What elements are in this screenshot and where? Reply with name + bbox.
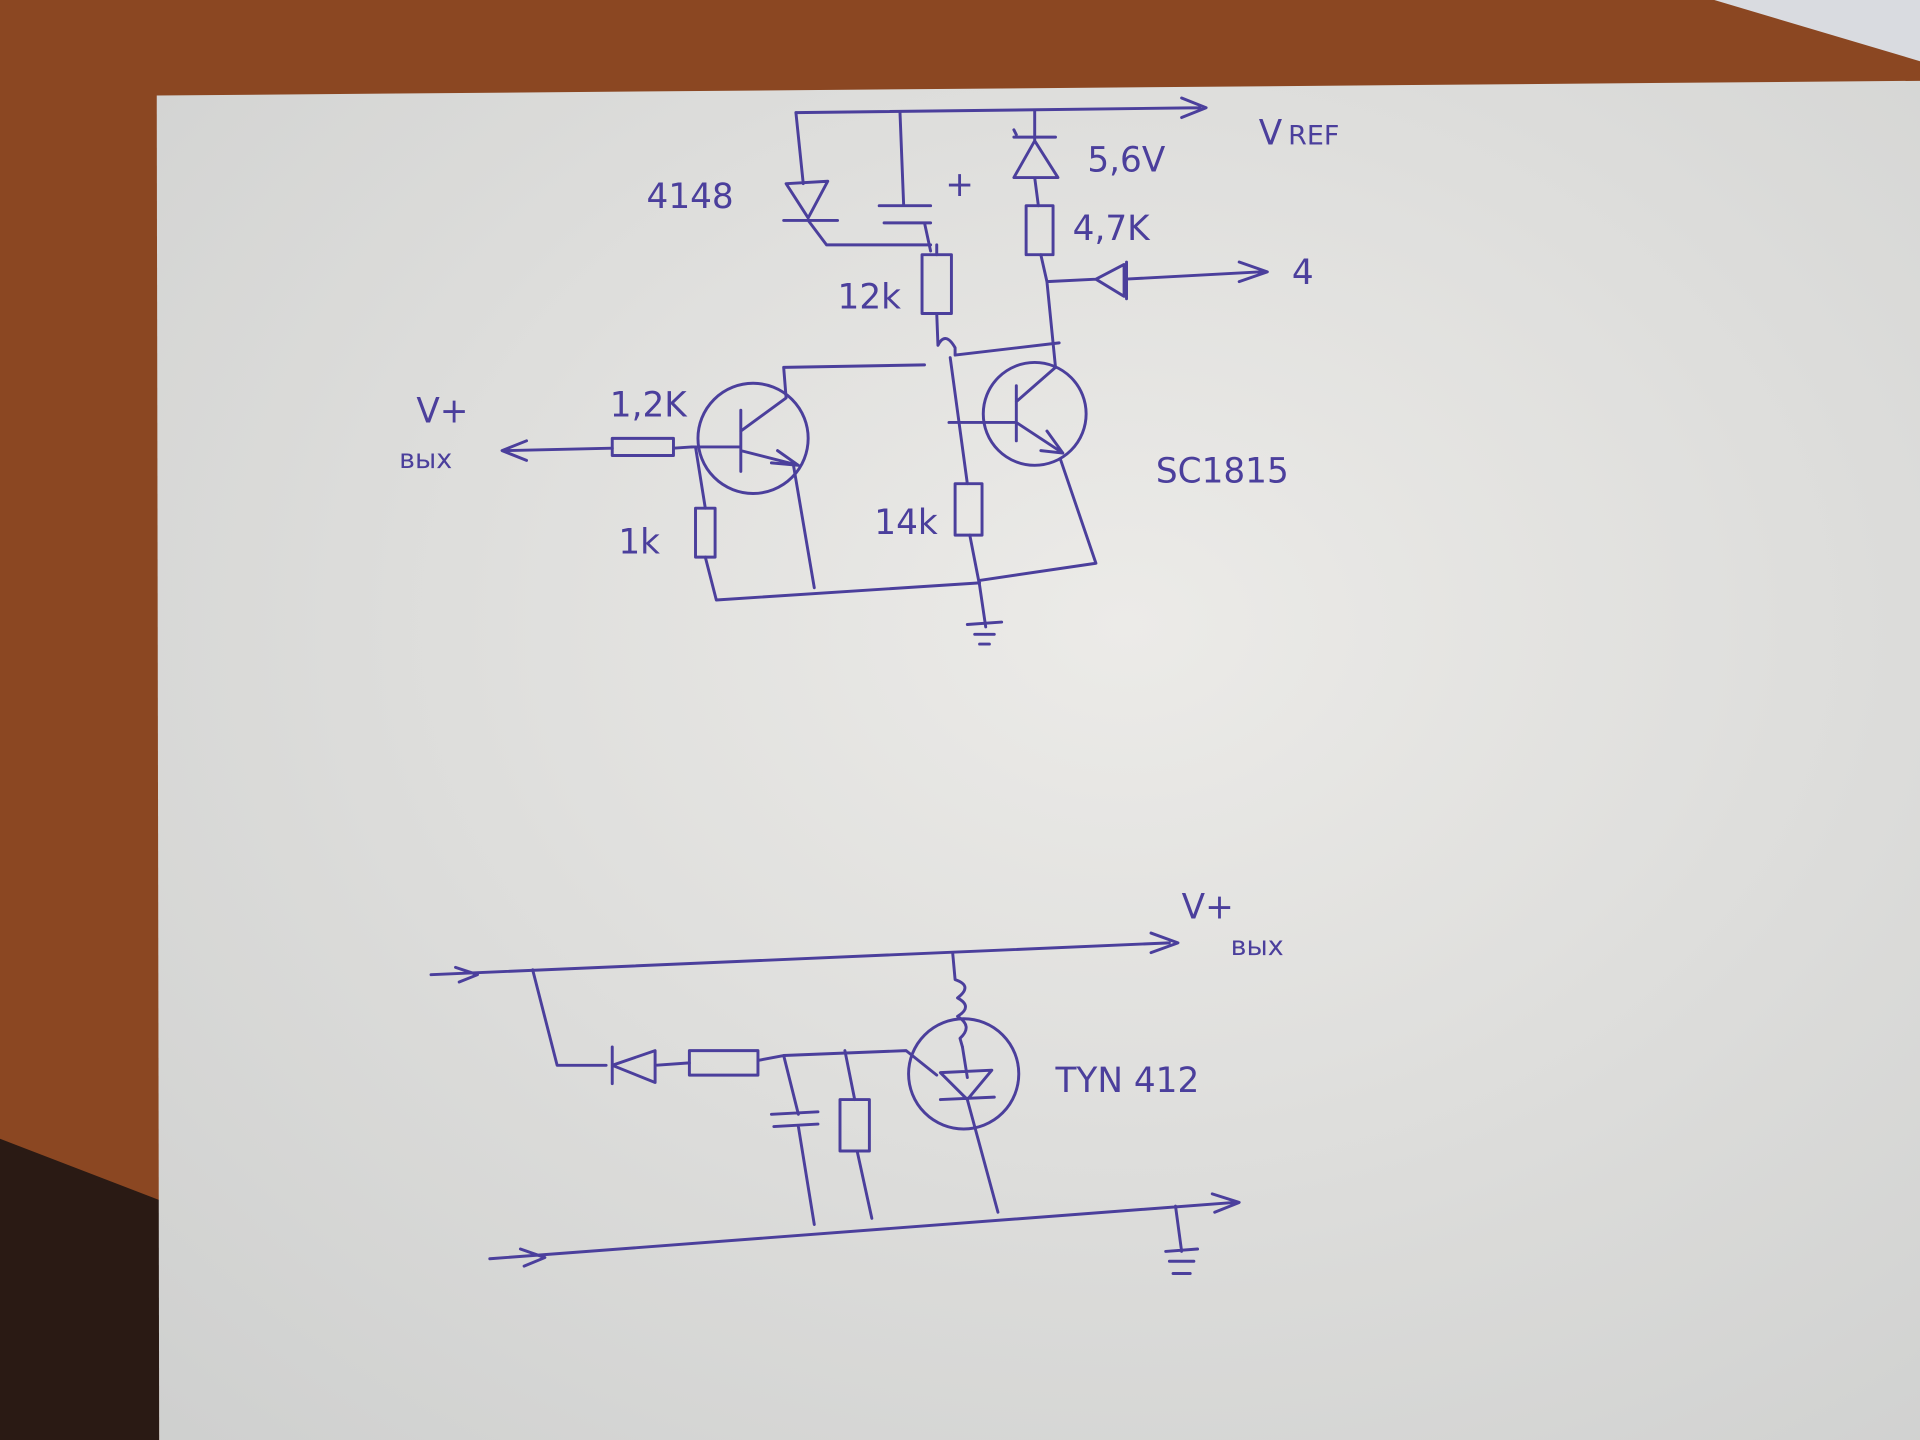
transistor-2-symbol: [981, 360, 1088, 467]
table-shadow: [0, 1138, 160, 1440]
diode-bottom-symbol: [531, 968, 691, 1086]
resistor-1-2k-label: 1,2K: [610, 385, 688, 425]
resistor-12k-label: 12k: [838, 278, 902, 318]
thyristor-leads: [938, 1045, 1000, 1214]
diode-4148-symbol: [782, 111, 933, 247]
vout-wire: [429, 931, 1180, 984]
resistor-1k-label: 1k: [618, 522, 660, 562]
thyristor-symbol: [907, 1017, 1021, 1131]
vref-label: V: [1259, 113, 1283, 153]
transistor-1-leads: [690, 363, 926, 590]
zener-label: 5,6V: [1087, 140, 1165, 180]
ground-wire: [488, 1192, 1241, 1275]
vout-label-bottom: V+: [1182, 887, 1234, 927]
zener-diode-symbol: [1012, 108, 1060, 208]
transistor-1-symbol: [696, 381, 810, 495]
wire: [948, 356, 1004, 646]
capacitor-symbol: [877, 111, 933, 253]
paper-corner-top-right: [1714, 0, 1920, 62]
paper-sheet: [156, 80, 1920, 1440]
vout-subscript-bottom: вых: [1231, 931, 1284, 962]
capacitor-bottom-symbol: [769, 1054, 820, 1226]
transistor-label: SC1815: [1156, 451, 1289, 491]
wire: [1039, 253, 1269, 369]
wire: [935, 243, 1061, 357]
top-circuit: V REF 4148 + 12k 5,6V 4,7K 4 SC1815 1,2K…: [399, 96, 1339, 646]
vout-subscript: вых: [399, 444, 452, 475]
wire: [843, 1049, 874, 1220]
thyristor-label: TYN 412: [1055, 1061, 1200, 1101]
output-4-label: 4: [1292, 253, 1314, 293]
diode-4148-label: 4148: [647, 177, 734, 217]
capacitor-plus-label: +: [945, 165, 974, 205]
transistor-2-leads: [947, 365, 1098, 582]
bottom-circuit: V+ вых TYN 412: [429, 887, 1284, 1275]
vref-wire: [794, 96, 1208, 120]
vout-label: V+: [416, 391, 468, 431]
resistor-14k-label: 14k: [874, 503, 938, 543]
wire: [500, 439, 694, 462]
inductor-symbol: [951, 951, 968, 1049]
resistor-4-7k-label: 4,7K: [1073, 209, 1151, 249]
wire: [694, 445, 982, 602]
vref-subscript: REF: [1288, 120, 1339, 151]
resistor-bottom-series: [687, 1049, 760, 1077]
